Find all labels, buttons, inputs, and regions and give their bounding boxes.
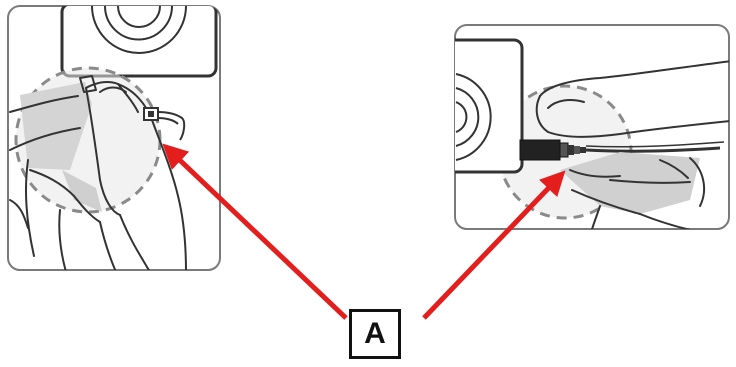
callout-box: A bbox=[349, 309, 401, 359]
callout-label: A bbox=[364, 319, 386, 349]
left-illustration-panel bbox=[8, 4, 220, 272]
device-body-right bbox=[440, 40, 522, 172]
device-body bbox=[62, 4, 216, 76]
right-illustration-panel bbox=[440, 25, 736, 236]
